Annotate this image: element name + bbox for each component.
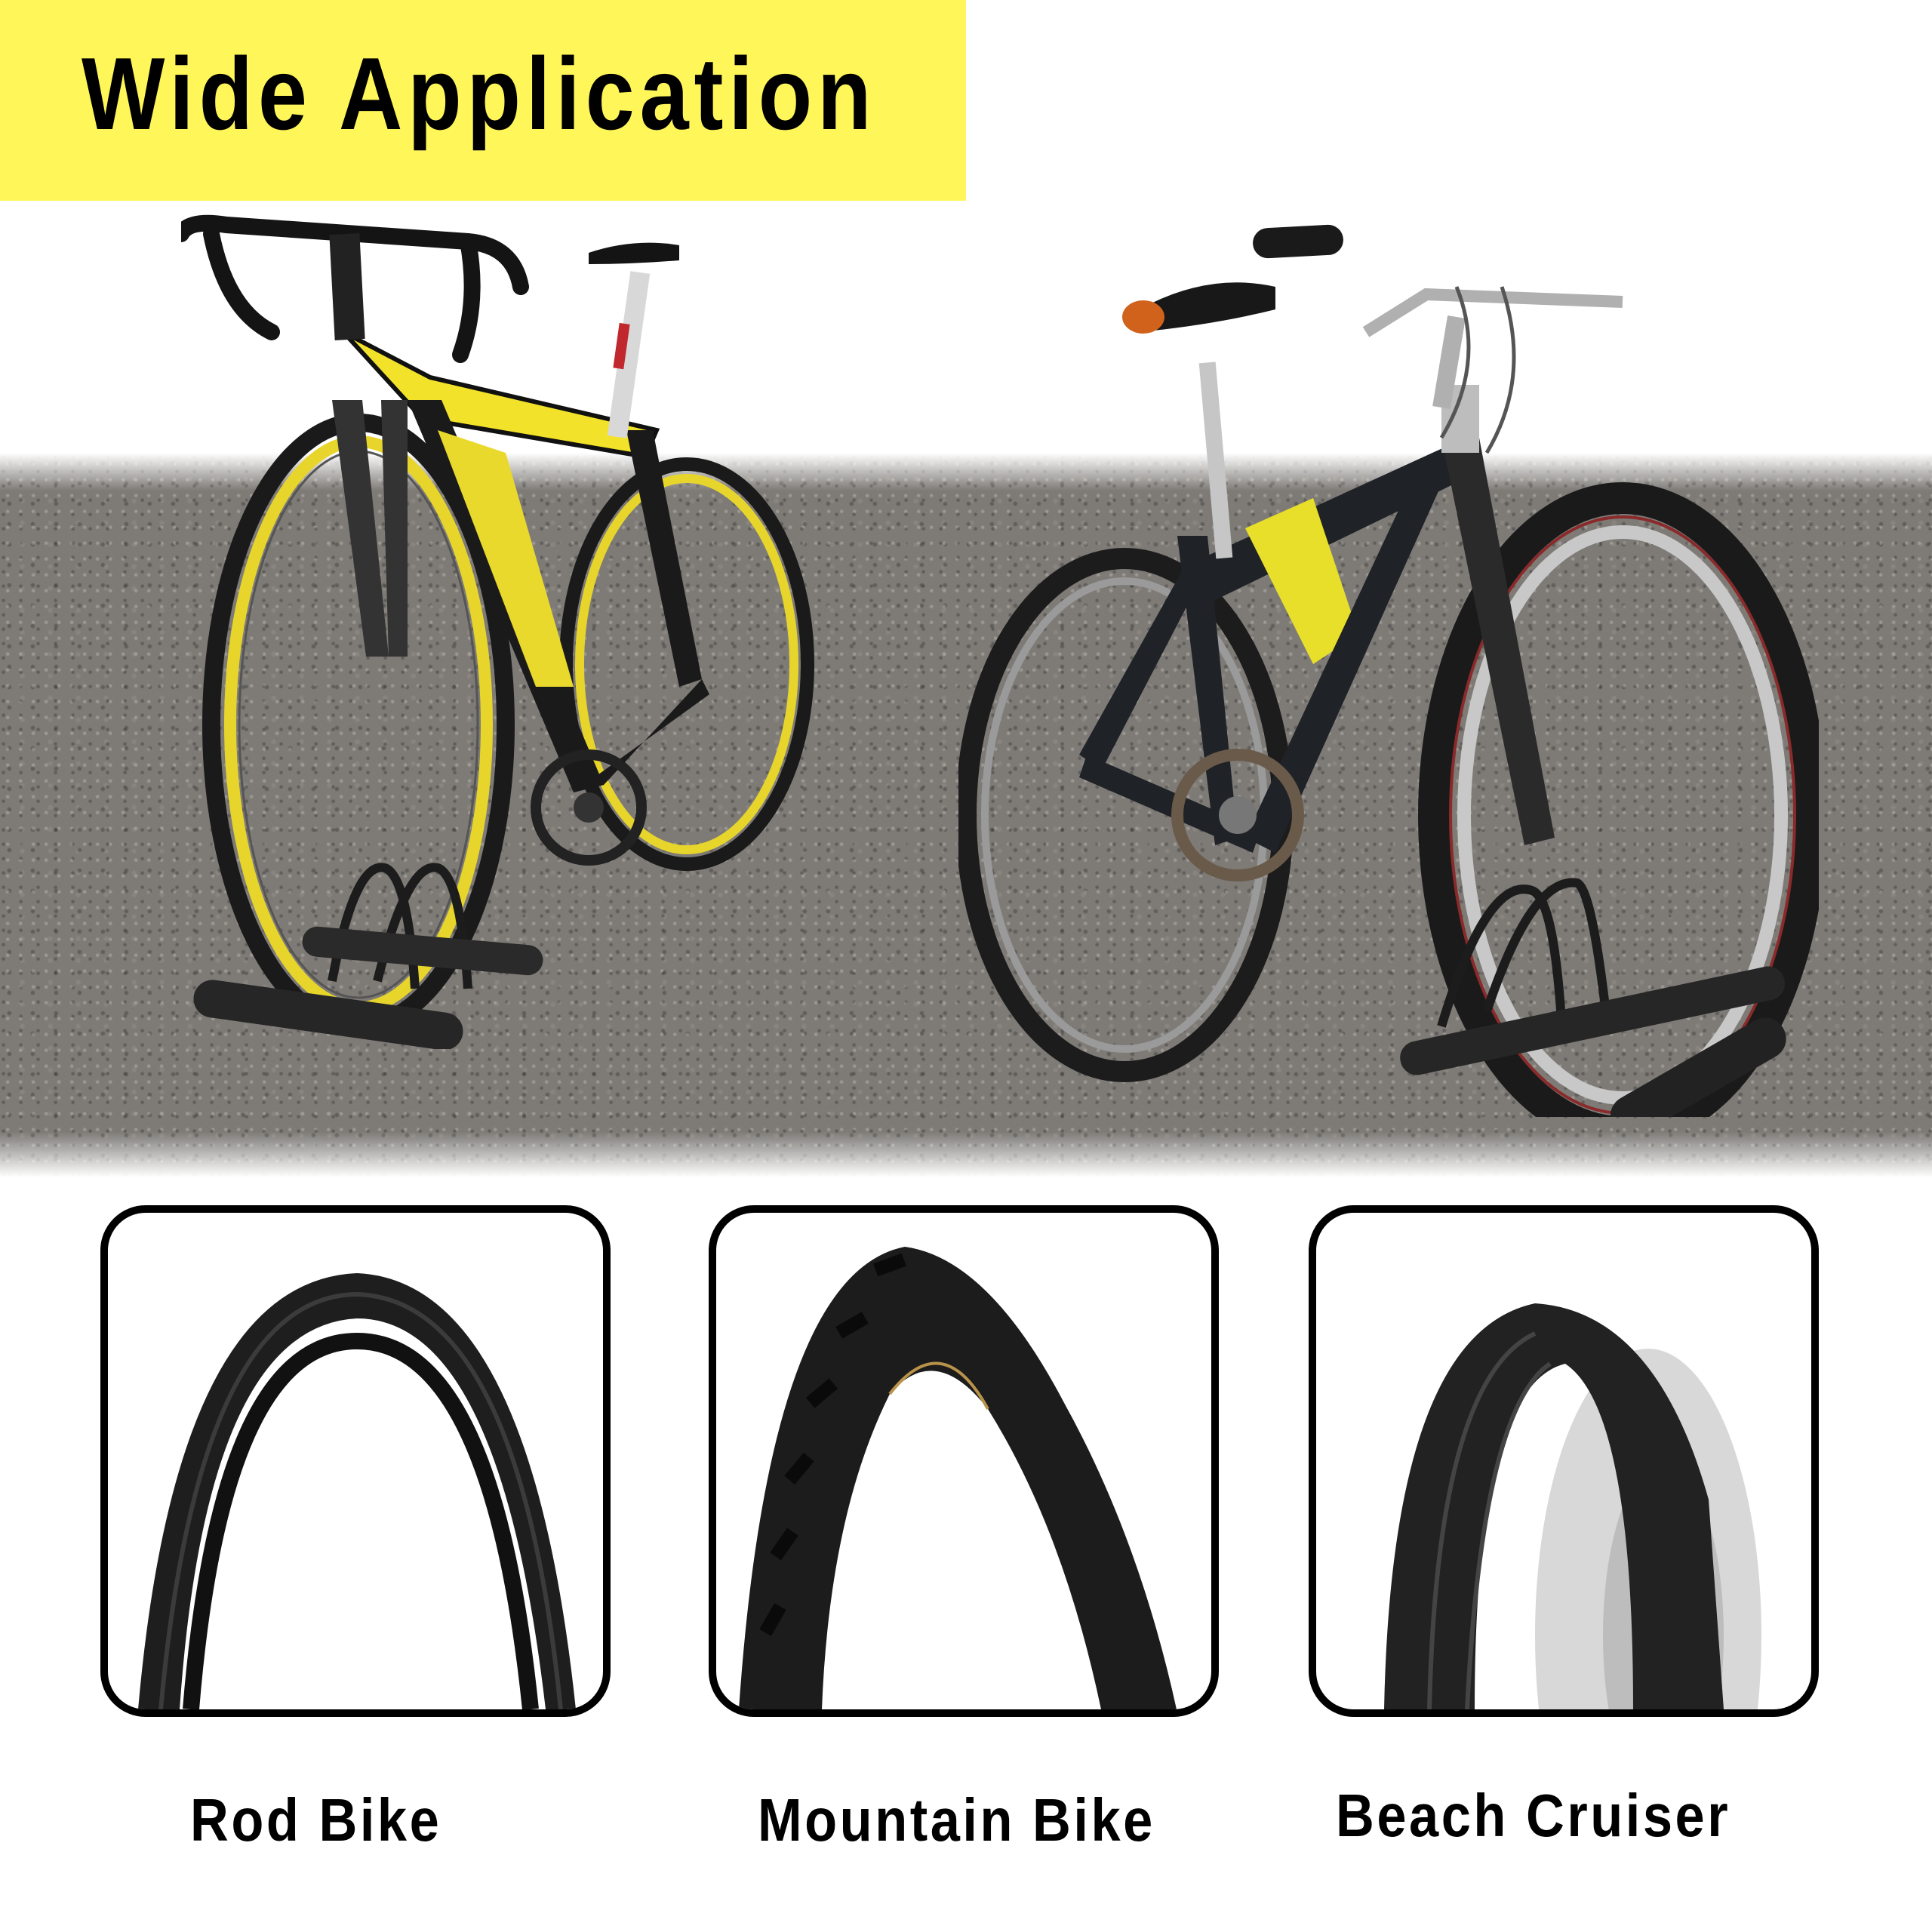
title-banner: Wide Application xyxy=(0,0,966,201)
banner-title: Wide Application xyxy=(82,36,877,151)
cruiser-tire-icon xyxy=(1384,1303,1761,1709)
road-bike-image xyxy=(181,214,814,1049)
tire-box-road xyxy=(100,1205,611,1717)
label-mountain-bike: Mountain Bike xyxy=(758,1786,1155,1854)
mountain-tire-icon xyxy=(739,1247,1177,1709)
tire-box-cruiser xyxy=(1309,1205,1819,1717)
label-beach-cruiser: Beach Cruiser xyxy=(1336,1782,1731,1849)
label-road-bike: Rod Bike xyxy=(190,1786,442,1854)
mountain-bike-image xyxy=(958,224,1819,1117)
road-tire-icon xyxy=(138,1273,576,1709)
tire-box-mountain xyxy=(709,1205,1219,1717)
